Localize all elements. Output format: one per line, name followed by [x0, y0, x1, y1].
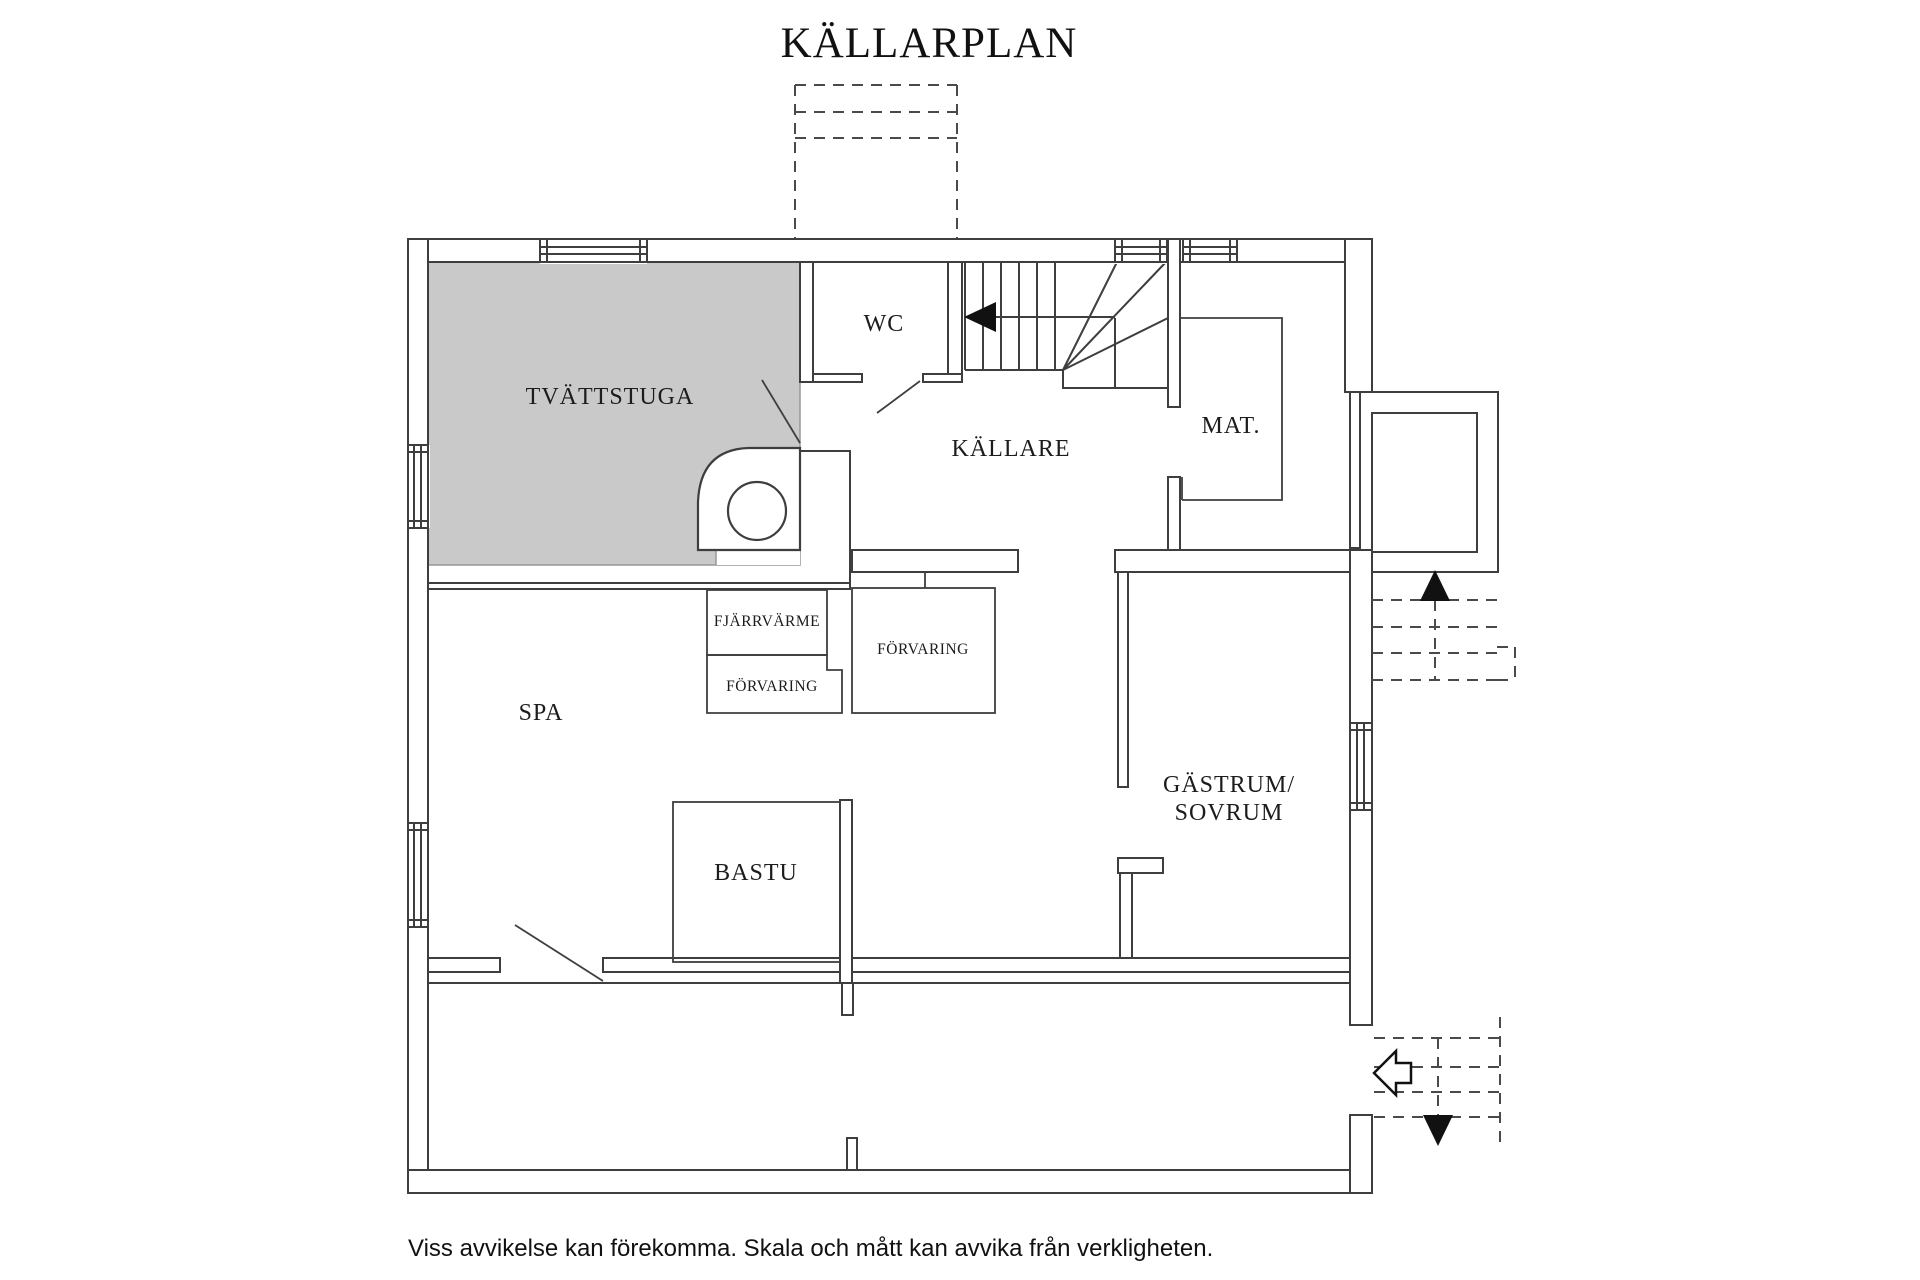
- wall-kallare-south: [851, 549, 1019, 573]
- wall-kallare-west: [800, 450, 851, 583]
- washing-machine-icon: [696, 446, 802, 552]
- label-gastrum-line1: GÄSTRUM/: [1163, 772, 1295, 798]
- exterior-stairs-entry: [1372, 1017, 1501, 1146]
- internal-staircase: [964, 261, 1169, 389]
- label-wc: WC: [864, 311, 905, 337]
- window-top-right-2: [1182, 237, 1238, 264]
- windows: [406, 237, 1374, 928]
- wall-pier-lower: [1167, 476, 1181, 551]
- disclaimer-text: Viss avvikelse kan förekomma. Skala och …: [408, 1235, 1213, 1262]
- wall-gastrum-north: [1114, 549, 1351, 573]
- window-left-upper: [406, 444, 430, 529]
- label-spa: SPA: [519, 700, 564, 726]
- label-fjarrvarme: FJÄRRVÄRME: [714, 613, 820, 630]
- label-gastrum-line2: SOVRUM: [1175, 800, 1284, 826]
- window-right: [1348, 722, 1374, 811]
- door-swings: [514, 379, 921, 982]
- entrance-arrow-icon: [1372, 1047, 1413, 1099]
- window-top-left: [539, 237, 648, 264]
- wall-bottom: [407, 1169, 1373, 1194]
- label-forvaring-small: FÖRVARING: [726, 678, 818, 695]
- room-labels: KÄLLARPLAN TVÄTTSTUGA WC KÄLLARE MAT. FJ…: [408, 20, 1295, 1262]
- wall-south-b: [602, 957, 1351, 973]
- overhead-dashed-outline: [794, 84, 958, 239]
- wall-bumpout-left: [1349, 391, 1361, 549]
- stairs-down-arrow-icon: [1423, 1115, 1453, 1146]
- label-tvattstuga: TVÄTTSTUGA: [526, 384, 695, 410]
- strip-stub-top: [841, 982, 854, 1016]
- stair-direction-arrow-icon: [964, 302, 996, 332]
- strip-stub-bottom: [846, 1137, 858, 1171]
- porch-landing: [1371, 412, 1478, 553]
- wall-right-upper: [1344, 238, 1373, 393]
- wall-tvatt-wc: [799, 261, 814, 383]
- bastu-box: [672, 801, 841, 963]
- wall-wc-south-left: [812, 373, 863, 383]
- label-kallare: KÄLLARE: [952, 436, 1071, 462]
- wall-wc-stairs: [947, 261, 963, 383]
- door-wc: [876, 380, 921, 414]
- forvaring-small-box: [706, 654, 843, 714]
- mat-closet: [1180, 317, 1283, 501]
- stair-winder-fan: [1062, 261, 1169, 371]
- wall-gastrum-l-vertical: [1119, 872, 1133, 963]
- window-left-lower: [406, 822, 430, 928]
- door-spa: [514, 924, 604, 982]
- wall-stair-pier: [1167, 238, 1181, 408]
- wall-right-lower: [1349, 1114, 1373, 1194]
- stairs-up-arrow-icon: [1420, 570, 1450, 601]
- label-bastu: BASTU: [714, 860, 798, 886]
- wall-spa-north: [427, 582, 851, 590]
- washer-drum-icon: [726, 480, 788, 542]
- forvaring-large-box: [851, 587, 996, 714]
- washer-floor-notch: [716, 550, 800, 565]
- wall-gastrum-l-horizontal: [1117, 857, 1164, 874]
- page-title: KÄLLARPLAN: [781, 20, 1078, 67]
- exterior-stairs-upper: [1372, 570, 1516, 681]
- window-top-right-1: [1114, 237, 1168, 264]
- door-tvattstuga: [761, 379, 801, 444]
- storage-boxes: [672, 317, 1283, 963]
- wall-left: [407, 238, 429, 1194]
- wall-bastu-east: [839, 799, 853, 984]
- label-mat: MAT.: [1202, 413, 1261, 439]
- entry-porch: [1371, 391, 1499, 573]
- wall-gastrum-west: [1117, 571, 1129, 788]
- upper-stair-step: [1497, 646, 1516, 681]
- label-forvaring-large: FÖRVARING: [877, 641, 969, 658]
- room-tvattstuga-floor: [427, 261, 801, 566]
- wall-wc-south-right: [922, 373, 963, 383]
- wall-south-a: [427, 957, 501, 973]
